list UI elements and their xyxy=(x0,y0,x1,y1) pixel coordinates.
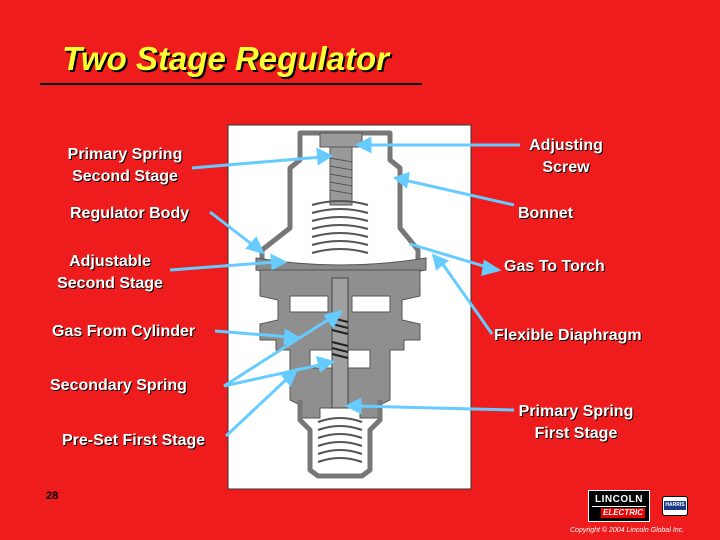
label-line: Adjusting xyxy=(529,137,603,154)
arrowhead-secondary-spring-b xyxy=(315,355,336,373)
label-gas-to-torch: Gas To Torch xyxy=(504,258,605,275)
title-underline xyxy=(40,83,422,85)
arrowhead-bonnet xyxy=(392,171,410,189)
label-primary-spring-second-stage: Primary Spring Second Stage xyxy=(58,144,192,188)
label-line: Primary Spring xyxy=(67,146,183,163)
slide-title: Two Stage Regulator xyxy=(62,40,389,77)
label-line: Second Stage xyxy=(72,168,178,185)
primary-spring-first-stage xyxy=(317,417,363,463)
screw-threads xyxy=(329,157,353,195)
arrow-bonnet xyxy=(403,178,515,207)
label-preset-first-stage: Pre-Set First Stage xyxy=(62,432,206,449)
arrowhead-adjusting-screw xyxy=(354,136,372,154)
label-secondary-spring: Secondary Spring xyxy=(50,377,187,394)
label-adjustable-second-stage: Adjustable Second Stage xyxy=(48,251,172,295)
gas-passage-left xyxy=(289,295,329,313)
arrow-primary-spring-first-stage xyxy=(355,404,515,412)
label-line: Adjustable xyxy=(69,253,151,270)
arrow-primary-spring-second-stage xyxy=(191,155,323,170)
arrow-gas-to-torch xyxy=(409,242,491,270)
arrowhead-gas-from-cylinder xyxy=(283,328,302,346)
label-line: Second Stage xyxy=(57,275,163,292)
arrow-secondary-spring-b xyxy=(223,362,325,388)
callout-arrows xyxy=(169,136,520,438)
arrow-preset-first-stage xyxy=(224,374,292,438)
arrowhead-primary-spring-first-stage xyxy=(344,397,362,415)
arrow-flexible-diaphragm xyxy=(440,262,494,335)
label-flexible-diaphragm: Flexible Diaphragm xyxy=(494,327,642,344)
arrowhead-regulator-body xyxy=(245,236,265,255)
arrowhead-secondary-spring-a xyxy=(323,309,343,329)
label-adjusting-screw: Adjusting Screw xyxy=(520,135,612,179)
page-number: 28 xyxy=(46,490,59,502)
adjusting-screw-head xyxy=(319,132,363,148)
arrowhead-primary-spring-second-stage xyxy=(316,147,334,166)
label-bonnet: Bonnet xyxy=(518,205,574,222)
label-line: Screw xyxy=(542,159,590,176)
arrow-adjustable-second-stage xyxy=(169,260,277,272)
logo-wordmark-top: LINCOLN xyxy=(592,494,646,507)
label-gas-from-cylinder: Gas From Cylinder xyxy=(52,323,196,340)
label-line: Primary Spring xyxy=(518,403,634,420)
arrowhead-preset-first-stage xyxy=(279,367,299,387)
harris-logo: HARRIS xyxy=(662,496,688,516)
label-line: First Stage xyxy=(534,425,618,442)
arrowhead-gas-to-torch xyxy=(481,259,502,277)
arrowhead-flexible-diaphragm xyxy=(431,253,449,271)
copyright-notice: Copyright © 2004 Lincoln Global Inc. xyxy=(570,527,685,534)
arrow-secondary-spring-a xyxy=(223,314,335,388)
arrow-gas-from-cylinder xyxy=(214,329,291,339)
first-stage-housing xyxy=(297,400,383,479)
primary-spring-second-stage xyxy=(311,200,369,254)
logo-wordmark-bottom: ELECTRIC xyxy=(601,508,645,518)
label-regulator-body: Regulator Body xyxy=(70,205,190,222)
harris-wordmark: HARRIS xyxy=(664,501,686,510)
arrow-regulator-body xyxy=(209,210,255,248)
gas-passage-right xyxy=(351,295,391,313)
label-primary-spring-first-stage: Primary Spring First Stage xyxy=(510,401,642,445)
lincoln-electric-logo: LINCOLN ELECTRIC xyxy=(588,490,650,522)
arrowhead-adjustable-second-stage xyxy=(270,253,288,271)
